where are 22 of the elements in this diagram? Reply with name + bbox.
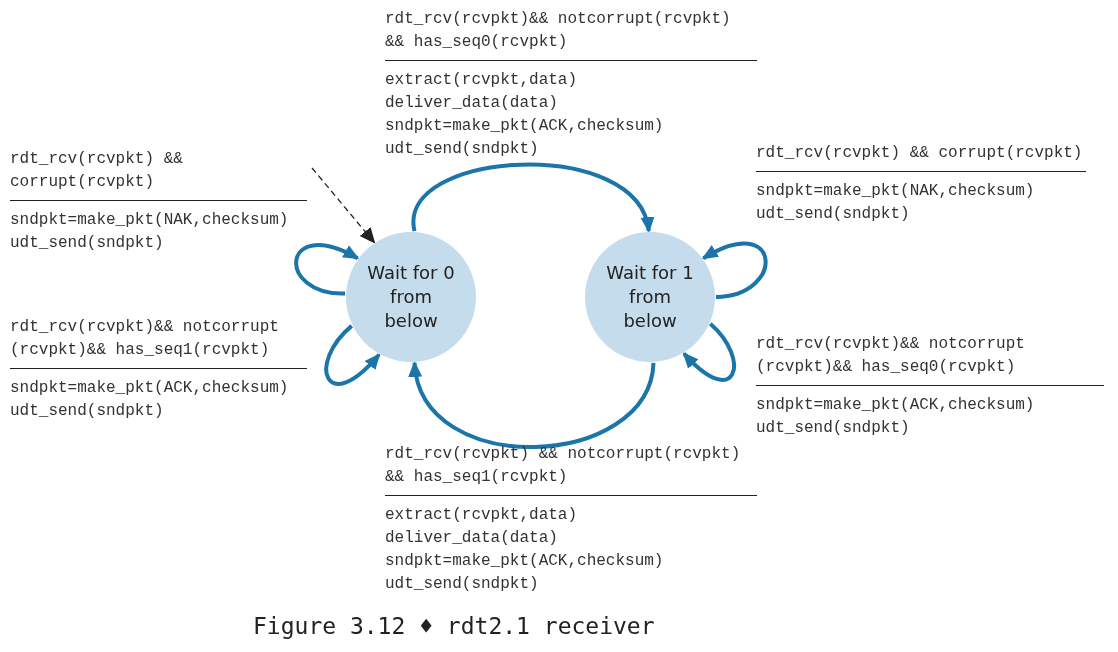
transition-action: extract(rcvpkt,data) deliver_data(data) sndpkt=make_pkt(ACK,checksum) udt_send(sndpkt) — [385, 505, 665, 595]
transition-action: sndpkt=make_pkt(ACK,checksum) udt_send(sndpkt) — [756, 395, 1036, 439]
transition-condition: rdt_rcv(rcvpkt)&& notcorrupt (rcvpkt)&& has_seq0(rcvpkt) — [756, 333, 1104, 386]
transition-arrow — [311, 167, 376, 244]
transition-condition: rdt_rcv(rcvpkt)&& notcorrupt(rcvpkt) && has_seq0(rcvpkt) — [385, 8, 757, 61]
state-name: Wait for 0 from below — [366, 261, 456, 333]
transition-action: sndpkt=make_pkt(NAK,checksum) udt_send(sndpkt) — [756, 181, 1036, 225]
transition-condition: rdt_rcv(rcvpkt) && corrupt(rcvpkt) — [10, 148, 307, 201]
transition-action: sndpkt=make_pkt(ACK,checksum) udt_send(sndpkt) — [10, 378, 290, 422]
transition-condition: rdt_rcv(rcvpkt) && notcorrupt(rcvpkt) && has_seq1(rcvpkt) — [385, 443, 757, 496]
transition-arrow — [701, 241, 768, 299]
transition-arrow — [410, 360, 656, 449]
transition-arrow — [294, 243, 360, 296]
transition-arrow — [682, 322, 736, 382]
figure-caption: Figure 3.12 ♦ rdt2.1 receiver — [253, 613, 655, 639]
transition-action: extract(rcvpkt,data) deliver_data(data) sndpkt=make_pkt(ACK,checksum) udt_send(sndpkt) — [385, 70, 665, 160]
transition-condition: rdt_rcv(rcvpkt) && corrupt(rcvpkt) — [756, 142, 1086, 172]
transition-arrow — [412, 162, 652, 233]
transition-arrow — [324, 324, 381, 386]
transition-action: sndpkt=make_pkt(NAK,checksum) udt_send(sndpkt) — [10, 210, 290, 254]
state-name: Wait for 1 from below — [605, 261, 695, 333]
transition-condition: rdt_rcv(rcvpkt)&& notcorrupt (rcvpkt)&& has_seq1(rcvpkt) — [10, 316, 307, 369]
